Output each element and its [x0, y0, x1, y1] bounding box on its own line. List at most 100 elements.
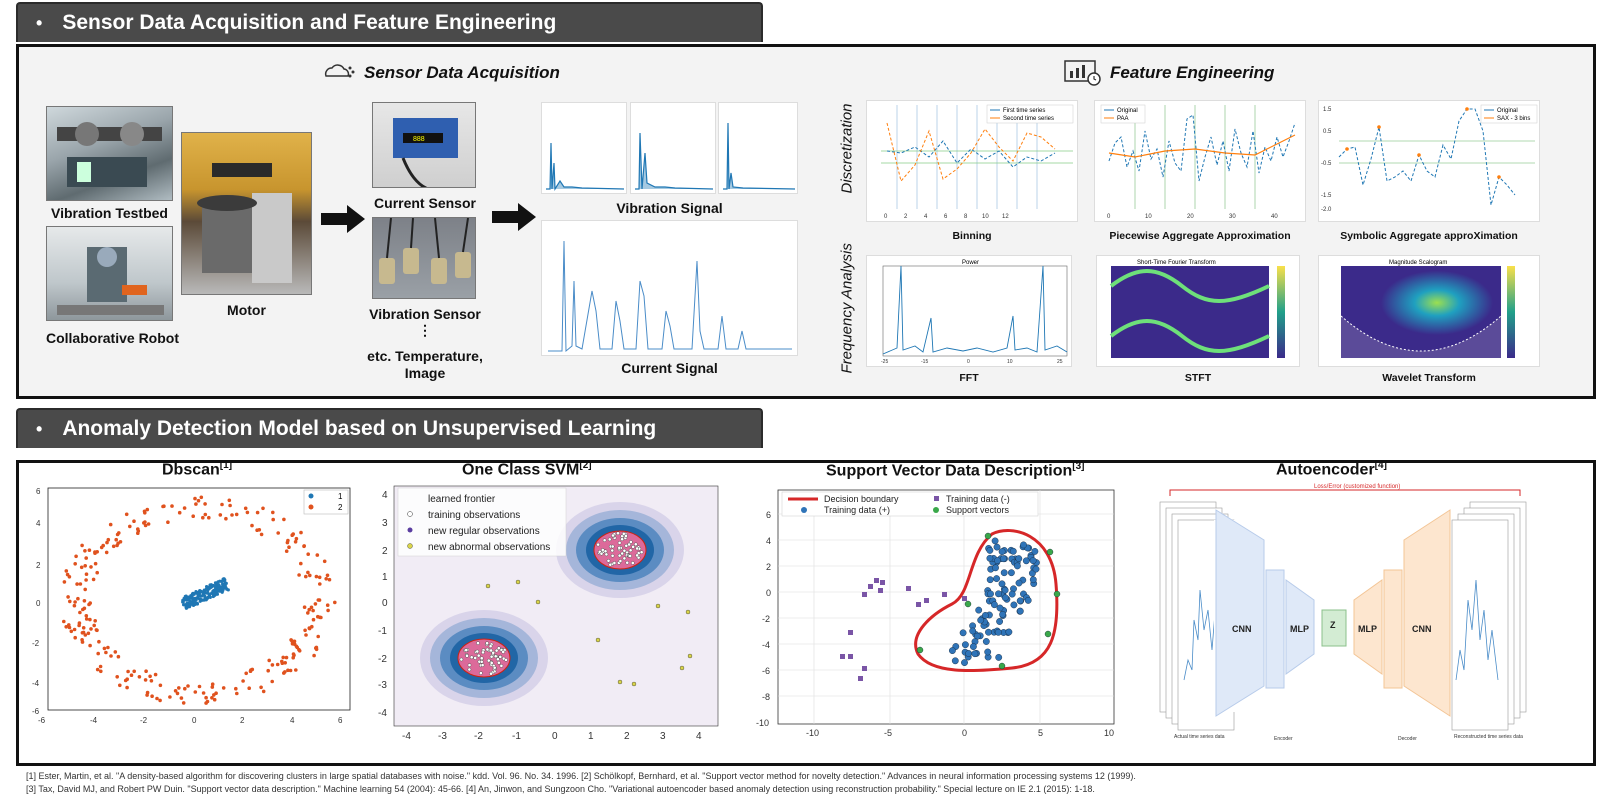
reconstructed-series-label: Reconstructed time series data [1454, 734, 1523, 740]
training-point [485, 647, 490, 652]
cluster-2-point [150, 694, 154, 698]
cluster-2-point [297, 649, 302, 653]
positive-training-point [996, 618, 1004, 625]
cluster-2-point [193, 690, 198, 694]
training-point [622, 548, 627, 553]
ocsvm-xtick: -2 [474, 731, 483, 742]
cluster-2-point [271, 510, 275, 515]
training-point [459, 657, 464, 662]
training-point [610, 544, 615, 549]
svg-text:-25: -25 [881, 359, 888, 365]
vibration-signal-plot-2 [630, 102, 716, 194]
etc-caption-line2: Image [404, 365, 446, 381]
dbscan-xtick: 4 [290, 716, 295, 725]
ocsvm-ytick: -2 [378, 654, 387, 665]
feature-title-text: Feature Engineering [1110, 63, 1275, 82]
cluster-2-point [68, 599, 72, 604]
cluster-2-point [284, 549, 289, 553]
cluster-2-point [245, 510, 250, 515]
training-point [635, 546, 639, 551]
positive-training-point [961, 641, 969, 649]
cluster-2-point [84, 617, 89, 621]
sensor-icon [324, 64, 355, 78]
training-point [596, 542, 600, 547]
cluster-2-point [94, 628, 99, 632]
training-point [599, 551, 604, 556]
cluster-1-point [213, 581, 218, 585]
footnotes: [1] Ester, Martin, et al. "A density-bas… [26, 770, 1136, 796]
cluster-1-point [215, 592, 219, 596]
cluster-2-point [244, 671, 248, 676]
training-point [473, 656, 477, 660]
ocsvm-title: One Class SVM[2] [462, 460, 592, 479]
vibration-testbed-photo [46, 106, 173, 201]
positive-training-point [995, 653, 1003, 661]
training-point [612, 561, 617, 565]
svg-text:-2.0: -2.0 [1321, 207, 1332, 213]
cluster-2-point [181, 701, 186, 705]
training-point [610, 548, 615, 553]
ocsvm-xtick: 1 [588, 731, 594, 742]
cluster-2-point [250, 523, 254, 528]
stft-caption: STFT [1184, 372, 1212, 384]
cluster-2-point [218, 513, 223, 517]
cluster-2-point [325, 573, 330, 578]
cluster-2-point [99, 669, 103, 674]
cluster-2-point [166, 520, 170, 524]
cluster-2-point [255, 528, 259, 532]
cluster-2-point [69, 629, 74, 634]
cluster-2-point [191, 514, 195, 518]
cluster-2-point [98, 664, 103, 669]
cluster-2-point [91, 577, 96, 582]
cluster-1-point [215, 589, 219, 593]
positive-training-point [982, 638, 990, 645]
svdd-legend-support: Support vectors [946, 505, 1010, 515]
wavelet-plot: Magnitude Scalogram [1318, 255, 1540, 367]
cluster-2-point [311, 617, 316, 622]
cluster-2-point [283, 670, 287, 674]
svg-text:10: 10 [982, 214, 989, 220]
motor-photo [181, 132, 312, 295]
positive-training-point [991, 537, 999, 545]
svdd-ytick: 2 [766, 562, 771, 572]
cluster-2-point [73, 635, 77, 640]
svg-text:8: 8 [964, 214, 968, 220]
dbscan-ytick: -6 [32, 707, 40, 716]
training-point [489, 648, 493, 653]
cluster-2-point [317, 575, 322, 580]
positive-training-point [1005, 628, 1013, 636]
positive-training-point [961, 659, 968, 667]
svg-text:0: 0 [1107, 214, 1111, 220]
autoencoder-diagram: Loss/Error (customized function) CNN MLP… [1159, 484, 1527, 742]
positive-training-point [1008, 590, 1016, 598]
positive-training-point [992, 564, 999, 572]
positive-training-point [1013, 562, 1021, 570]
section2-title: Anomaly Detection Model based on Unsuper… [62, 417, 657, 440]
cluster-1-point [223, 584, 227, 588]
cluster-2-point [132, 669, 136, 674]
positive-training-point [1010, 601, 1018, 609]
cluster-2-point [307, 607, 312, 612]
cluster-2-point [275, 662, 280, 667]
cluster-2-point [299, 561, 303, 566]
training-point [467, 663, 472, 667]
svdd-ytick: -8 [762, 692, 770, 702]
training-point [467, 667, 472, 672]
collaborative-robot-photo [46, 226, 173, 321]
svg-text:40: 40 [1271, 214, 1278, 220]
cluster-2-point [158, 683, 163, 688]
cluster-2-point [144, 669, 148, 673]
dbscan-xtick: -6 [38, 716, 46, 725]
positive-training-point [1024, 597, 1032, 604]
svdd-xtick: -5 [884, 728, 892, 738]
training-point [476, 653, 481, 658]
cluster-2-point [153, 672, 158, 677]
cluster-2-point [106, 645, 110, 650]
encoder-label: Encoder [1274, 736, 1293, 742]
svg-text:-1.5: -1.5 [1321, 193, 1332, 199]
cluster-2-point [149, 679, 154, 683]
positive-training-point [1032, 565, 1040, 573]
cluster-2-point [314, 574, 319, 579]
cluster-2-point [259, 532, 264, 537]
cluster-2-point [148, 674, 152, 679]
